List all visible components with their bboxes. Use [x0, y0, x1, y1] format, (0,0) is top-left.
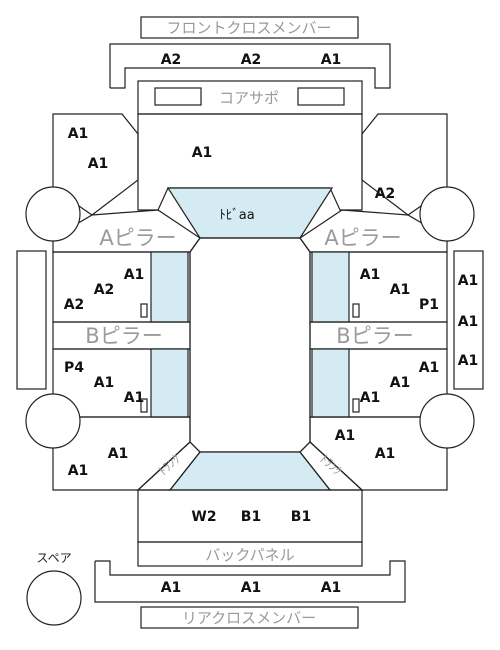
grade-rear-door-left-3: A1 [124, 390, 145, 406]
rear-door-right-glass [311, 348, 350, 418]
left-side-sill [16, 250, 47, 390]
grade-rear-cross-2: A1 [241, 580, 262, 596]
grade-front-door-right-1: A1 [360, 267, 381, 283]
grade-front-door-left-1: A1 [124, 267, 145, 283]
front-cross-member [109, 43, 391, 89]
rear-door-left-glass [150, 348, 189, 418]
grade-trunk-1: W2 [191, 509, 216, 525]
grade-front-door-right-2: A1 [390, 282, 411, 298]
grade-rear-right-quarter-2: A1 [375, 446, 396, 462]
grade-front-cross-2: A2 [241, 52, 262, 68]
front-door-right-handle [352, 303, 360, 318]
trunk-left-label: ﾄﾗﾝｸ [156, 452, 183, 478]
grade-rear-door-left-2: A1 [94, 375, 115, 391]
grade-rear-door-right-2: A1 [390, 375, 411, 391]
core-support-right-slot [297, 87, 345, 106]
grade-right-sill-1: A1 [458, 273, 479, 289]
grade-front-door-left-3: A2 [64, 297, 85, 313]
grade-front-left-fender-bottom: A1 [88, 156, 109, 172]
wheel-front-right [419, 186, 475, 242]
front-cross-member-label: フロントクロスメンバー [166, 19, 331, 37]
grade-trunk-3: B1 [291, 509, 311, 525]
b-pillar-left-label: Bピラー [85, 324, 162, 348]
front-door-left-glass [150, 251, 189, 323]
grade-right-sill-3: A1 [458, 353, 479, 369]
wheel-rear-right [419, 393, 475, 449]
rear-cross-member-label: リアクロスメンバー [182, 609, 316, 627]
grade-rear-left-quarter-1: A1 [108, 446, 129, 462]
grade-front-cross-1: A2 [161, 52, 182, 68]
core-support-label: コアサポ [219, 89, 279, 107]
back-panel-label: バックパネル [205, 546, 294, 564]
grade-front-door-right-3: P1 [419, 297, 439, 313]
wheel-front-left [25, 186, 81, 242]
b-pillar-right-label: Bピラー [336, 324, 413, 348]
grade-rear-door-right-1: A1 [419, 360, 440, 376]
back-panel-box [137, 541, 363, 567]
a-pillar-left-label: Aピラー [99, 226, 176, 250]
grade-front-right-fender: A2 [375, 186, 396, 202]
front-door-right-glass [311, 251, 350, 323]
spare-label: スペア [36, 551, 71, 565]
front-door-left-handle [140, 303, 148, 318]
rear-door-left-handle [140, 398, 148, 413]
grade-rear-left-quarter-2: A1 [68, 463, 89, 479]
grade-front-left-fender-top: A1 [68, 126, 89, 142]
right-side-sill [453, 250, 484, 390]
grade-front-door-left-2: A2 [94, 282, 115, 298]
rear-cross-member [94, 560, 406, 603]
wheel-rear-left [25, 393, 81, 449]
roof-label: ﾄﾋﾞaa [219, 208, 254, 223]
cabin-opening [189, 237, 311, 453]
rear-cross-member-box [140, 606, 359, 629]
grade-rear-door-left-1: P4 [64, 360, 84, 376]
rear-window [168, 451, 332, 491]
front-cross-member-box [140, 16, 359, 39]
grade-rear-cross-3: A1 [321, 580, 342, 596]
grade-hood: A1 [192, 145, 213, 161]
grade-rear-door-right-3: A1 [360, 390, 381, 406]
rear-door-right-handle [352, 398, 360, 413]
grade-right-sill-2: A1 [458, 314, 479, 330]
grade-trunk-2: B1 [241, 509, 261, 525]
grade-front-cross-3: A1 [321, 52, 342, 68]
trunk-right-label: ﾄﾗﾝｸ [317, 452, 344, 478]
spare-tire [26, 570, 82, 626]
a-pillar-right-label: Aピラー [324, 226, 401, 250]
grade-rear-right-quarter-1: A1 [335, 428, 356, 444]
grade-rear-cross-1: A1 [161, 580, 182, 596]
core-support-left-slot [154, 87, 202, 106]
